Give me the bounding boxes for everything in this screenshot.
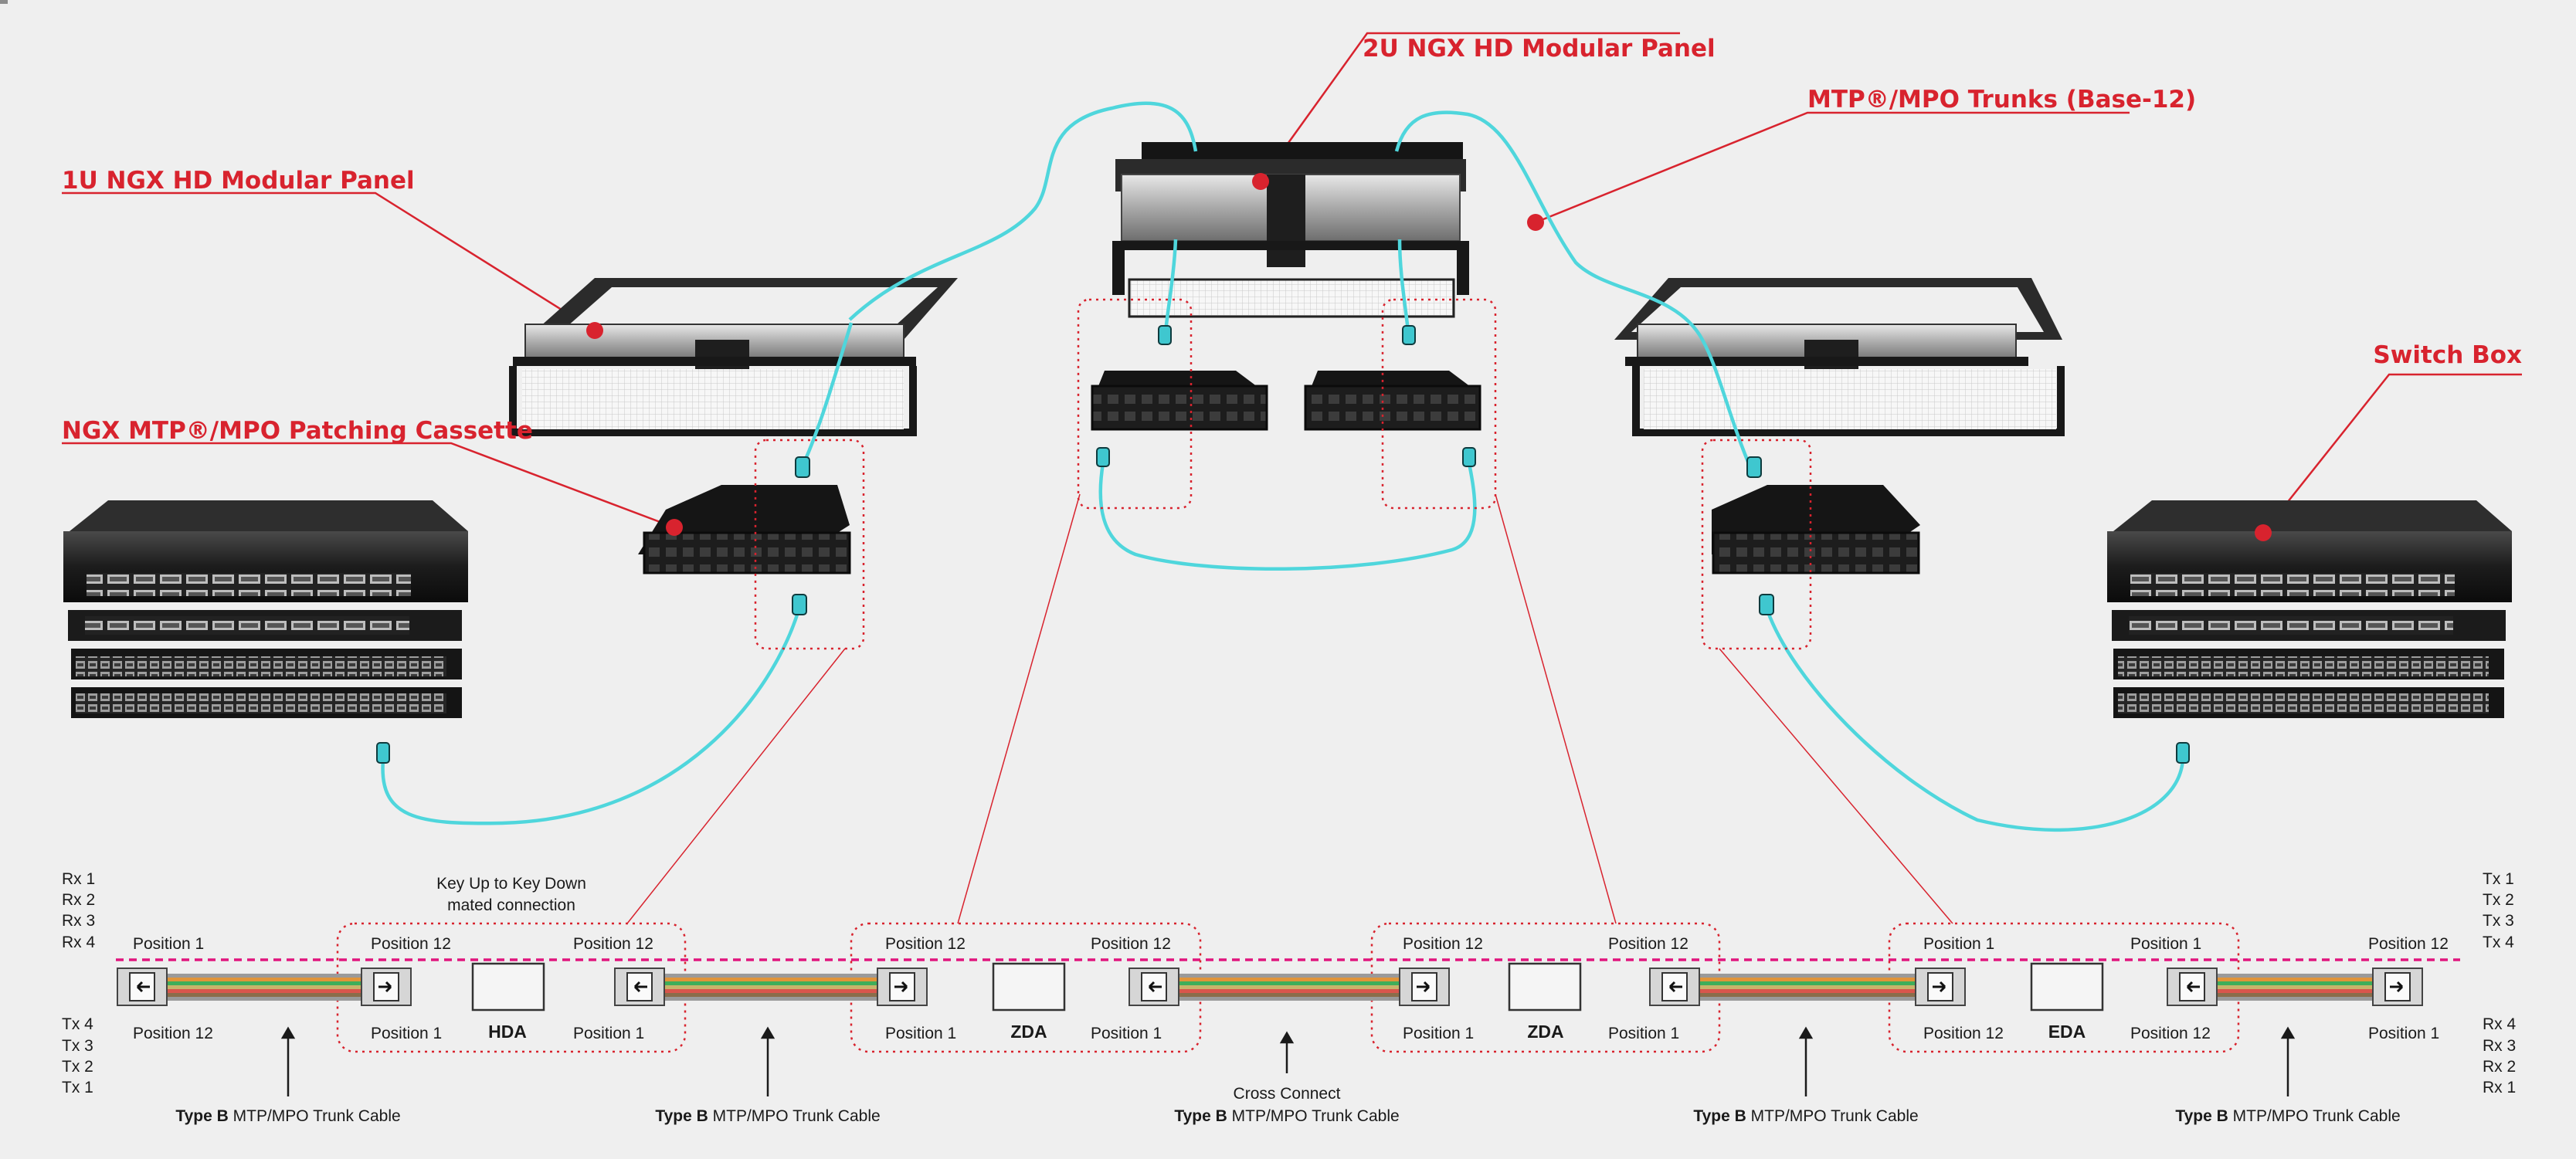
position-eda-right-top: Position 1 [2130, 935, 2201, 953]
callout-trunks: MTP®/MPO Trunks (Base-12) [1807, 86, 2196, 114]
hda-right-connector [614, 968, 665, 1006]
zda1-adapter [992, 962, 1066, 1012]
right-top-fiber-3: Tx 3 [2483, 912, 2514, 930]
callout-cassette: NGX MTP®/MPO Patching Cassette [62, 417, 533, 445]
left-top-fiber-3: Rx 3 [62, 912, 95, 930]
position-hda-left-bottom: Position 1 [371, 1025, 442, 1042]
position-hda-right-top: Position 12 [573, 935, 653, 953]
position-hda-right-bottom: Position 1 [573, 1025, 644, 1042]
ribbon-2 [664, 974, 877, 1001]
right-bottom-fiber-4: Rx 1 [2483, 1079, 2516, 1096]
left-bottom-fiber-2: Tx 3 [62, 1037, 93, 1055]
position-zda2-left-top: Position 12 [1403, 935, 1483, 953]
left-top-fiber-4: Rx 4 [62, 934, 96, 951]
cross-connect-label: Cross Connect [1234, 1085, 1341, 1103]
zone-eda-label: EDA [2048, 1022, 2086, 1042]
cassette-left [638, 485, 851, 574]
right-bottom-fiber-1: Rx 4 [2483, 1015, 2517, 1033]
right-bottom-fiber-3: Rx 2 [2483, 1058, 2516, 1076]
mated-note-line2: mated connection [447, 896, 575, 914]
callout-1u-panel: 1U NGX HD Modular Panel [62, 167, 415, 195]
zone-zda1-label: ZDA [1010, 1022, 1047, 1042]
hda-adapter [471, 962, 545, 1012]
position-hda-left-top: Position 12 [371, 935, 451, 953]
zda2-adapter [1508, 962, 1582, 1012]
trunk-arrows [280, 1026, 2296, 1096]
panel-1u-left [509, 278, 958, 436]
trunk-label-3: Type B MTP/MPO Trunk Cable [1174, 1107, 1399, 1125]
right-top-fiber-2: Tx 2 [2483, 891, 2514, 909]
position-eda-left-top: Position 1 [1923, 935, 1994, 953]
ribbon-5 [2217, 974, 2373, 1001]
position-zda2-right-top: Position 12 [1608, 935, 1688, 953]
position-zda1-left-top: Position 12 [885, 935, 966, 953]
left-top-fiber-2: Rx 2 [62, 891, 95, 909]
zda1-left-connector [877, 968, 928, 1006]
panel-1u-right [1614, 278, 2065, 436]
right-top-fiber-4: Tx 4 [2483, 934, 2514, 951]
mpo-connectors [376, 325, 2190, 764]
callout-switch-box: Switch Box [2373, 341, 2522, 369]
equipment-highlight-boxes [754, 298, 1812, 650]
trunk-label-5: Type B MTP/MPO Trunk Cable [2175, 1107, 2400, 1125]
end-left-connector [117, 968, 168, 1006]
cassette-right [1712, 485, 1920, 574]
callout-leaders [62, 32, 2522, 534]
position-end-right-top: Position 12 [2368, 935, 2449, 953]
end-right-connector [2372, 968, 2423, 1006]
trunk-label-4: Type B MTP/MPO Trunk Cable [1693, 1107, 1918, 1125]
position-eda-right-bottom: Position 12 [2130, 1025, 2211, 1042]
zda2-left-connector [1399, 968, 1450, 1006]
switch-right [2107, 500, 2512, 718]
zda1-right-connector [1128, 968, 1179, 1006]
hda-left-connector [361, 968, 412, 1006]
fiber-ribbons [154, 974, 2373, 1001]
position-zda1-right-top: Position 12 [1091, 935, 1171, 953]
callout-dots [586, 173, 2272, 541]
left-top-fiber-1: Rx 1 [62, 870, 95, 888]
right-bottom-fiber-2: Rx 3 [2483, 1037, 2516, 1055]
eda-left-connector [1915, 968, 1966, 1006]
position-end-right-bottom: Position 1 [2368, 1025, 2439, 1042]
mated-note-line1: Key Up to Key Down [436, 875, 586, 893]
position-zda1-right-bottom: Position 1 [1091, 1025, 1162, 1042]
position-end-left-top: Position 1 [133, 935, 204, 953]
position-zda2-right-bottom: Position 1 [1608, 1025, 1679, 1042]
eda-adapter [2030, 962, 2104, 1012]
zda2-right-connector [1649, 968, 1700, 1006]
left-bottom-fiber-4: Tx 1 [62, 1079, 93, 1096]
adapter-blocks [117, 962, 2423, 1012]
callout-2u-panel: 2U NGX HD Modular Panel [1363, 35, 1716, 63]
trunk-cable-segments [0, 0, 8, 4]
ribbon-3 [1179, 974, 1400, 1001]
switch-left [63, 500, 468, 718]
cassette-center-left [1091, 371, 1268, 431]
trunk-label-2: Type B MTP/MPO Trunk Cable [655, 1107, 880, 1125]
cassette-center-right [1304, 371, 1481, 431]
right-top-fiber-1: Tx 1 [2483, 870, 2514, 888]
panel-2u [1112, 142, 1469, 318]
ribbon-1 [154, 974, 361, 1001]
position-end-left-bottom: Position 12 [133, 1025, 213, 1042]
eda-right-connector [2167, 968, 2218, 1006]
position-zda2-left-bottom: Position 1 [1403, 1025, 1474, 1042]
zoom-lines [626, 493, 1953, 924]
left-bottom-fiber-3: Tx 2 [62, 1058, 93, 1076]
position-eda-left-bottom: Position 12 [1923, 1025, 2004, 1042]
left-bottom-fiber-1: Tx 4 [62, 1015, 93, 1033]
trunk-label-1: Type B MTP/MPO Trunk Cable [175, 1107, 400, 1125]
ribbon-4 [1699, 974, 1916, 1001]
position-zda1-left-bottom: Position 1 [885, 1025, 956, 1042]
zone-hda-label: HDA [488, 1022, 527, 1042]
zone-zda2-label: ZDA [1527, 1022, 1563, 1042]
